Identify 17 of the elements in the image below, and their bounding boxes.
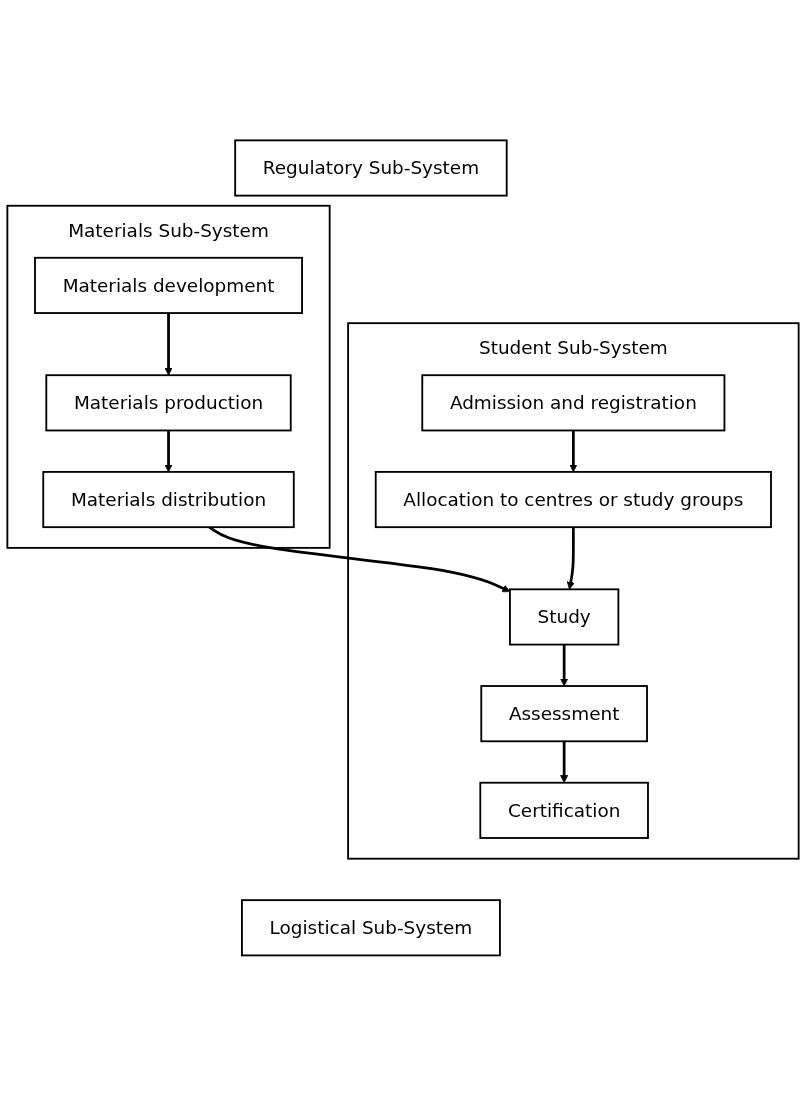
- node-box: Materials development: [34, 256, 303, 314]
- arrow: [560, 740, 569, 783]
- arrow: [164, 430, 173, 472]
- node-box: Logistical Sub-System: [241, 898, 501, 956]
- node-box: Materials production: [45, 373, 292, 431]
- node-box: Materials distribution: [42, 470, 295, 528]
- arrow: [560, 644, 569, 686]
- node-box: Regulatory Sub-System: [234, 139, 508, 197]
- node-box: Study: [509, 588, 620, 646]
- node-box: Allocation to centres or study groups: [374, 470, 772, 528]
- arrow: [164, 312, 173, 376]
- node-box: Certification: [479, 781, 649, 839]
- arrow: [208, 525, 511, 592]
- arrow: [566, 526, 575, 590]
- node-box: Admission and registration: [421, 373, 726, 431]
- node-box: Assessment: [480, 684, 648, 742]
- arrow: [569, 430, 578, 472]
